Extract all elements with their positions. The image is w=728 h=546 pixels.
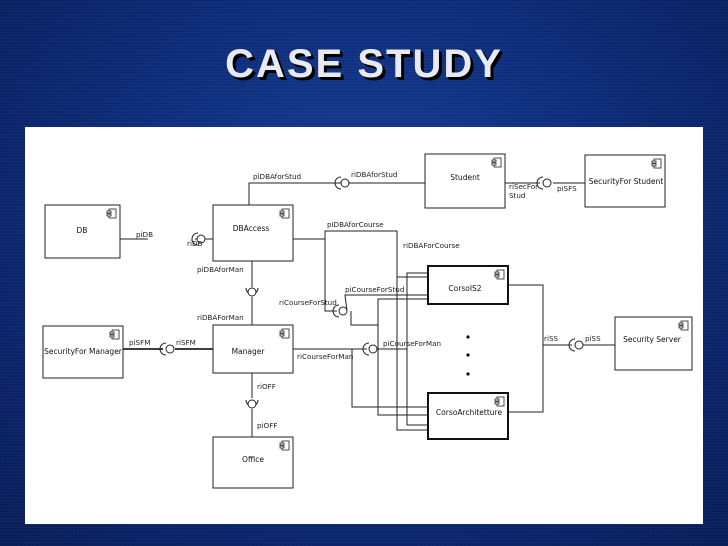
component-icon: [279, 440, 290, 451]
component-icon: [678, 320, 689, 331]
label-piDBAforStud: piDBAforStud: [253, 172, 301, 181]
interface-labels: piDB riDB piDBAforStud riDBAforStud riSe…: [129, 170, 601, 430]
component-security-for-student: SecurityFor Student: [584, 154, 666, 208]
component-office: Office: [212, 436, 294, 489]
label-riDBAForCourse: riDBAForCourse: [403, 241, 460, 250]
interface-dbaforman-icon: [245, 287, 259, 297]
interface-symbols: [159, 176, 584, 409]
component-icon: [491, 157, 502, 168]
component-icon: [279, 208, 290, 219]
component-corsois2-label: CorsoIS2: [448, 284, 481, 293]
component-corso-architetture: CorsoArchitetture: [427, 392, 509, 440]
component-icon: [494, 269, 505, 280]
component-icon: [651, 158, 662, 169]
label-piOFF: piOFF: [257, 421, 278, 430]
ellipsis-dots: [466, 335, 470, 376]
interface-courseforman-icon: [362, 342, 378, 356]
label-piDB: piDB: [136, 230, 153, 239]
component-student: Student: [424, 153, 506, 209]
component-icon: [494, 396, 505, 407]
component-security-for-manager-label: SecurityFor Manager: [44, 347, 123, 356]
component-db-label: DB: [77, 226, 88, 235]
wire-course-for-stud: [344, 294, 428, 312]
label-riCourseForMan: riCourseForMan: [297, 352, 353, 361]
label-riOFF: riOFF: [257, 382, 276, 391]
interface-off-icon: [245, 399, 259, 409]
component-icon: [106, 208, 117, 219]
interface-courseforstud-icon: [332, 304, 348, 318]
interface-ss-icon: [568, 338, 584, 352]
label-stud: Stud: [509, 191, 526, 200]
component-security-server-label: Security Server: [623, 335, 682, 344]
wire-dbaccess-student: [248, 182, 343, 205]
label-piDBAforMan: piDBAforMan: [197, 265, 244, 274]
component-office-label: Office: [242, 455, 264, 464]
label-riDB: riDB: [187, 239, 202, 248]
component-manager: Manager: [212, 324, 294, 374]
label-piSFS: piSFS: [557, 184, 577, 193]
component-corso-architetture-label: CorsoArchitetture: [436, 408, 503, 417]
component-diagram: DB DBAccess Student SecurityFor Student …: [25, 127, 703, 524]
label-riSecFor: riSecFor: [509, 182, 538, 191]
wire-course-for-stud-3: [377, 325, 428, 416]
wire-dbaccess-courses: [293, 230, 428, 278]
component-dbaccess: DBAccess: [212, 204, 294, 262]
interface-sfm-icon: [159, 342, 175, 356]
label-piSFM: piSFM: [129, 338, 150, 347]
component-security-for-manager: SecurityFor Manager: [42, 325, 124, 379]
diagram-canvas: DB DBAccess Student SecurityFor Student …: [42, 153, 693, 489]
label-piSS: piSS: [585, 334, 601, 343]
component-security-server: Security Server: [614, 316, 693, 371]
wire-manager-courses-2: [377, 272, 428, 350]
wire-courses-ss-vert: [508, 284, 544, 413]
wire-manager-courses-4: [351, 349, 428, 408]
label-piCourseForMan: piCourseForMan: [383, 339, 441, 348]
interface-db-icon: [191, 232, 206, 246]
component-dbaccess-label: DBAccess: [233, 224, 270, 233]
label-riSS: riSS: [544, 334, 559, 343]
component-db: DB: [44, 204, 121, 259]
wire-manager-courses-3: [406, 349, 428, 426]
component-icon: [279, 328, 290, 339]
label-riDBAForMan: riDBAForMan: [197, 313, 244, 322]
label-piCourseForStud: piCourseForStud: [345, 285, 404, 294]
component-security-for-student-label: SecurityFor Student: [589, 177, 663, 186]
component-student-label: Student: [450, 173, 480, 182]
interface-sfs-icon: [536, 176, 552, 190]
label-riDBAforStud: riDBAforStud: [351, 170, 397, 179]
label-riSFM: riSFM: [176, 338, 196, 347]
connector-lines: [120, 182, 615, 437]
component-icon: [109, 329, 120, 340]
component-manager-label: Manager: [232, 347, 266, 356]
interface-dbaforstud-icon: [334, 176, 350, 190]
wire-course-for-stud-2: [350, 298, 428, 326]
label-piDBAforCourse: piDBAforCourse: [327, 220, 384, 229]
wire-course-for-course-3: [396, 277, 428, 431]
slide-title: CASE STUDY: [225, 42, 503, 86]
component-corsois2: CorsoIS2: [427, 265, 509, 305]
label-riCourseForStud: riCourseForStud: [279, 298, 337, 307]
